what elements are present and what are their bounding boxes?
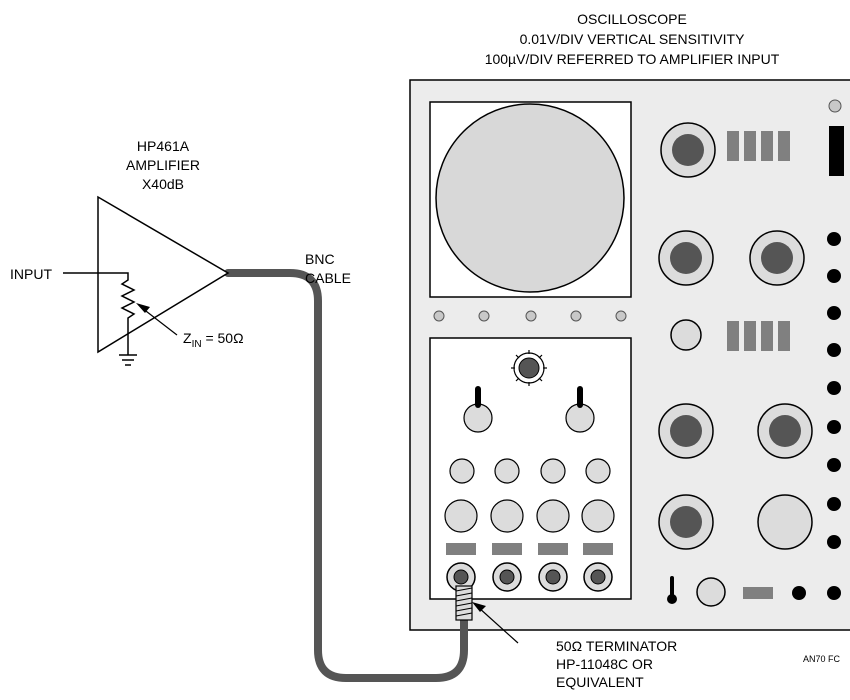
control-knob bbox=[658, 403, 714, 459]
amplifier-gain-label: X40dB bbox=[142, 176, 184, 192]
channel-switch bbox=[583, 543, 613, 555]
channel-switch bbox=[538, 543, 568, 555]
position-dial bbox=[511, 350, 547, 386]
cable-label-line2: CABLE bbox=[305, 270, 351, 286]
oscilloscope-title: OSCILLOSCOPE 0.01V/DIV VERTICAL SENSITIV… bbox=[485, 11, 780, 67]
power-switch bbox=[829, 126, 844, 176]
control-knob bbox=[757, 403, 813, 459]
input-resistor bbox=[98, 272, 136, 355]
cable-label-line1: BNC bbox=[305, 251, 335, 267]
segment-display bbox=[727, 321, 790, 351]
control-knob bbox=[749, 230, 805, 286]
jack bbox=[827, 269, 841, 283]
jack bbox=[827, 458, 841, 472]
channel-switch bbox=[446, 543, 476, 555]
jack bbox=[827, 381, 841, 395]
terminator-label-line3: EQUIVALENT bbox=[556, 674, 644, 690]
screen-adjust-knob bbox=[525, 310, 537, 322]
oscilloscope bbox=[409, 79, 850, 631]
terminator-label-line2: HP-11048C OR bbox=[556, 656, 653, 672]
channel-knob bbox=[540, 458, 566, 484]
amplifier bbox=[63, 195, 230, 366]
control-knob bbox=[757, 494, 813, 550]
bnc-cable bbox=[224, 269, 468, 682]
channel-knob bbox=[585, 458, 611, 484]
impedance-label: ZIN = 50Ω bbox=[183, 330, 244, 350]
timebase-knob bbox=[660, 122, 716, 178]
jack bbox=[827, 535, 841, 549]
terminator-label-line1: 50Ω TERMINATOR bbox=[556, 638, 677, 654]
channel-switch bbox=[492, 543, 522, 555]
volts-per-div-knob bbox=[565, 386, 595, 433]
amplifier-kind-label: AMPLIFIER bbox=[126, 157, 200, 173]
ground-icon bbox=[119, 354, 137, 366]
referred-input-label: 100µV/DIV REFERRED TO AMPLIFIER INPUT bbox=[485, 51, 780, 67]
jack bbox=[827, 306, 841, 320]
screen-adjust-knob bbox=[615, 310, 627, 322]
toggle-switch bbox=[667, 576, 677, 604]
amplifier-label: HP461A AMPLIFIER X40dB bbox=[126, 138, 200, 192]
amplifier-triangle bbox=[97, 195, 230, 354]
impedance-pointer bbox=[136, 303, 178, 336]
jack bbox=[827, 343, 841, 357]
terminator-label: 50Ω TERMINATOR HP-11048C OR EQUIVALENT bbox=[556, 638, 677, 690]
oscilloscope-label: OSCILLOSCOPE bbox=[577, 11, 687, 27]
figure-code: AN70 FC bbox=[803, 654, 841, 664]
control-knob bbox=[658, 230, 714, 286]
channel-knob bbox=[494, 458, 520, 484]
channel-knob bbox=[444, 499, 478, 533]
screen-adjust-knob bbox=[570, 310, 582, 322]
crt-screen bbox=[435, 103, 625, 293]
bnc-input-connector bbox=[538, 562, 568, 592]
jack bbox=[827, 497, 841, 511]
channel-knob bbox=[581, 499, 615, 533]
jack bbox=[827, 586, 841, 600]
control-knob bbox=[670, 319, 702, 351]
screen-adjust-knob bbox=[478, 310, 490, 322]
jack bbox=[827, 232, 841, 246]
slide-switch bbox=[743, 587, 773, 599]
vertical-sensitivity-label: 0.01V/DIV VERTICAL SENSITIVITY bbox=[520, 31, 746, 47]
indicator-lamp bbox=[828, 99, 842, 113]
channel-knob bbox=[449, 458, 475, 484]
segment-display bbox=[727, 131, 790, 161]
screen-adjust-knob bbox=[433, 310, 445, 322]
cable-label: BNC CABLE bbox=[305, 251, 351, 286]
jack bbox=[827, 420, 841, 434]
input-label: INPUT bbox=[10, 266, 52, 282]
bnc-input-connector bbox=[446, 562, 476, 592]
amplifier-model-label: HP461A bbox=[137, 138, 190, 154]
channel-knob bbox=[490, 499, 524, 533]
jack bbox=[792, 586, 806, 600]
volts-per-div-knob bbox=[463, 386, 493, 433]
channel-knob bbox=[536, 499, 570, 533]
control-knob bbox=[696, 577, 726, 607]
terminator-pointer bbox=[472, 602, 519, 644]
terminator bbox=[455, 585, 473, 621]
bnc-input-connector bbox=[583, 562, 613, 592]
bnc-input-connector bbox=[492, 562, 522, 592]
control-knob bbox=[658, 494, 714, 550]
